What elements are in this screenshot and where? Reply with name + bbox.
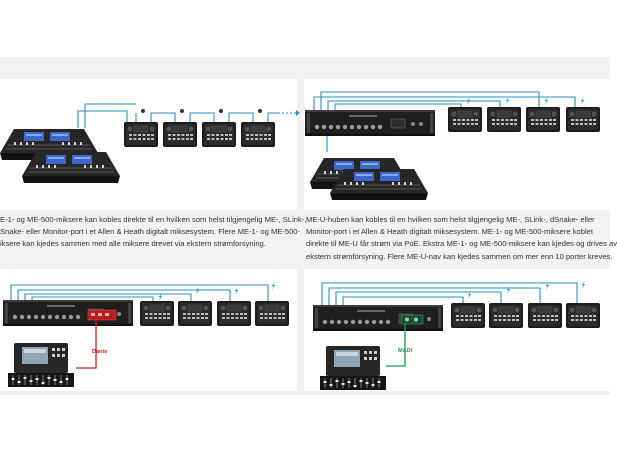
madi-port: [414, 317, 418, 322]
me1-mixer: [139, 300, 175, 327]
me1-mixer: [162, 121, 198, 148]
diagram-bottom-left: Dante: [2, 282, 290, 388]
me1-mixer: [527, 302, 563, 329]
madi-port: [405, 317, 409, 322]
caption-top-right: ME-U-huben kan kobles til en hvilken som…: [306, 214, 617, 263]
diagram-top-right: [304, 91, 601, 201]
dante-ports: [91, 313, 109, 316]
me1-mixer: [565, 302, 601, 329]
cat5-cables: [77, 103, 296, 128]
dante-cable: [76, 320, 97, 369]
madi-cable: [386, 324, 406, 367]
cat5-cables: [321, 282, 578, 305]
digital-mixer-desk: [7, 342, 75, 388]
me1-mixer: [177, 300, 213, 327]
me1-mixer: [254, 300, 290, 327]
power-bolt-icon: [467, 281, 586, 299]
me1-mixer: [240, 121, 276, 148]
madi-label: MADI: [398, 348, 413, 354]
me1-mixer: [486, 106, 522, 133]
me1-mixer: [123, 121, 159, 148]
dante-label: Dante: [92, 349, 107, 355]
cat5-cables: [10, 284, 269, 301]
caption-line: direkte til ME-U får strøm via PoE. Ekst…: [306, 239, 617, 249]
me1-mixer: [201, 121, 237, 148]
caption-line: iksere kan kjedes sammen med alle mikser…: [0, 239, 266, 249]
cat5-cables: [313, 91, 576, 152]
caption-line: ME-U-huben kan kobles til en hvilken som…: [306, 215, 595, 224]
me1-mixer: [447, 106, 483, 133]
caption-line: Snake- eller Monitor-port i et Allen & H…: [0, 227, 301, 237]
mixing-console-front: [329, 168, 429, 201]
me1-mixer: [216, 300, 252, 327]
diagram-top-left: [0, 103, 300, 184]
caption-line: ekstern strømforsyning. Flere ME-U-nav k…: [306, 251, 613, 261]
digital-mixer-desk: [319, 345, 387, 391]
caption-top-left: E-1- og ME-500-miksere kan kobles direkt…: [0, 214, 306, 251]
caption-line: E-1- og ME-500-miksere kan kobles direkt…: [0, 215, 307, 224]
diagram-bottom-right: MADI: [312, 281, 601, 391]
me1-mixer: [488, 302, 524, 329]
power-supply-plugs: [141, 109, 262, 113]
caption-line: Monitor-port i et Allen & Heath digitalt…: [306, 227, 593, 237]
me1-mixer: [565, 106, 601, 133]
me-u-hub: [304, 109, 436, 137]
madi-card: [400, 314, 424, 325]
me1-mixer: [450, 302, 486, 329]
mixing-console-front: [21, 151, 121, 184]
me-u-hub: [312, 304, 444, 332]
me1-mixer: [525, 106, 561, 133]
chain-continue-arrow: [296, 110, 300, 116]
